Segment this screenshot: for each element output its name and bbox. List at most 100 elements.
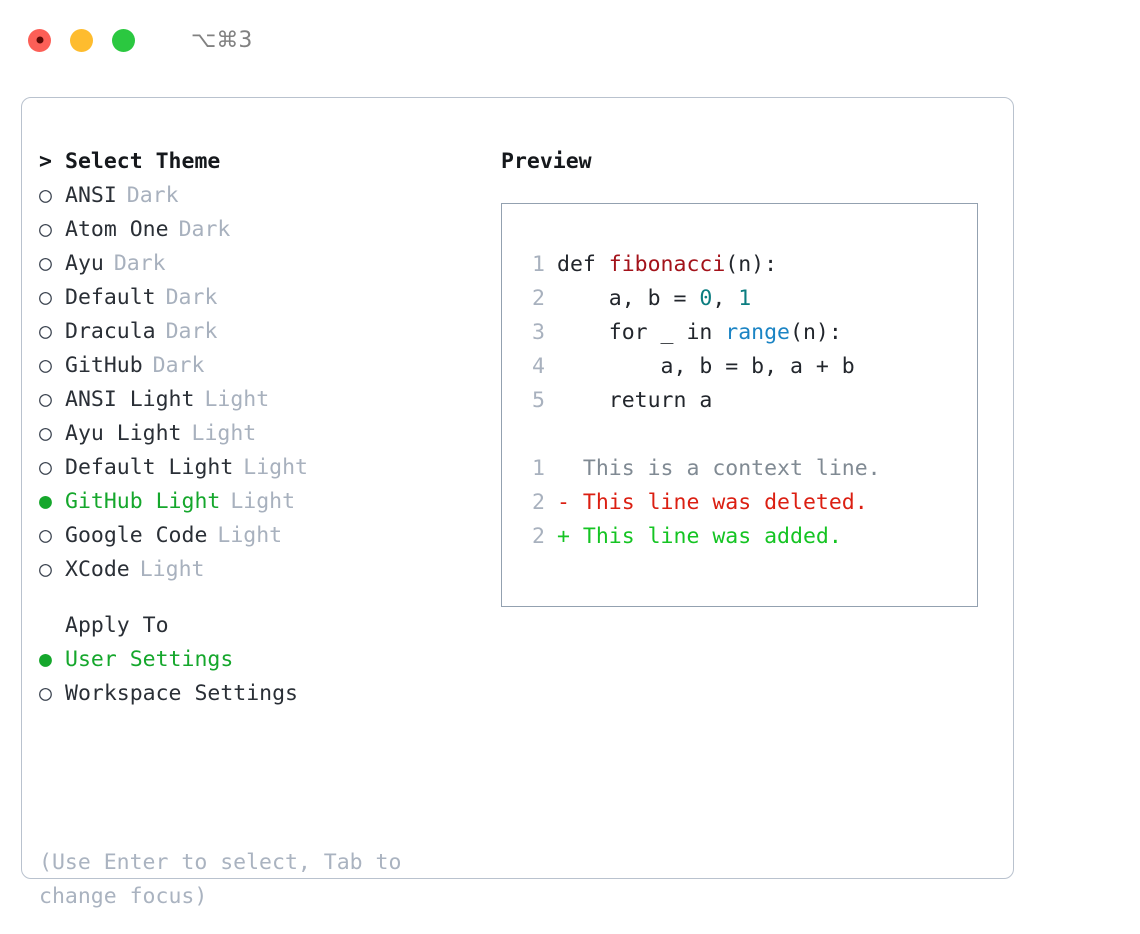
title-bar: ⌥⌘3 (0, 0, 1140, 80)
theme-list-item[interactable]: ○ Default Light Light (39, 455, 479, 489)
radio-unselected-icon[interactable]: ○ (39, 183, 52, 208)
radio-unselected-icon[interactable]: ○ (39, 353, 52, 378)
code-token-plain: return a (557, 388, 713, 413)
code-line: 1 def fibonacci(n): (519, 248, 881, 282)
apply-to-option-label: Workspace Settings (65, 681, 298, 706)
minimize-window-button[interactable] (70, 28, 93, 52)
theme-name-label: GitHub (65, 353, 143, 378)
code-token-plain: a, b = b, a + b (557, 354, 855, 379)
code-token-plain: , (712, 286, 739, 311)
traffic-light-group (28, 28, 135, 52)
close-window-button[interactable] (28, 28, 51, 52)
theme-kind-label: Light (204, 387, 270, 412)
theme-kind-label: Dark (165, 319, 218, 344)
theme-kind-label: Dark (126, 183, 179, 208)
theme-name-label: Atom One (65, 217, 169, 242)
radio-unselected-icon[interactable]: ○ (39, 319, 52, 344)
radio-unselected-icon[interactable]: ○ (39, 523, 52, 548)
theme-list-item[interactable]: ● GitHub Light Light (39, 489, 479, 523)
code-token-plain: def (557, 252, 609, 277)
theme-kind-label: Dark (113, 251, 166, 276)
hint-text: (Use Enter to select, Tab to change focu… (39, 850, 402, 909)
diff-line: 1 This is a context line. (519, 452, 881, 486)
code-line-number: 1 (532, 252, 545, 277)
diff-line-text: + This line was added. (557, 524, 842, 549)
code-line: 4 a, b = b, a + b (519, 350, 881, 384)
theme-picker-header: > Select Theme (39, 149, 479, 183)
code-line: 5 return a (519, 384, 881, 418)
maximize-window-button[interactable] (112, 28, 135, 52)
code-token-plain: a, b = (557, 286, 700, 311)
code-token-plain: (n): (725, 252, 778, 277)
code-line-number: 5 (532, 388, 545, 413)
code-token-num: 1 (738, 286, 752, 311)
theme-name-label: Ayu (65, 251, 104, 276)
keyboard-shortcut-label: ⌥⌘3 (191, 27, 253, 53)
theme-name-label: ANSI Light (65, 387, 195, 412)
radio-selected-icon[interactable]: ● (39, 489, 52, 514)
theme-list-item[interactable]: ○ ANSI Light Light (39, 387, 479, 421)
theme-list-item[interactable]: ○ ANSI Dark (39, 183, 479, 217)
apply-to-option-label: User Settings (65, 647, 234, 672)
apply-to-title: Apply To (65, 613, 169, 638)
theme-kind-label: Light (139, 557, 205, 582)
radio-unselected-icon[interactable]: ○ (39, 217, 52, 242)
theme-picker-title: Select Theme (65, 149, 221, 174)
theme-name-label: Ayu Light (65, 421, 182, 446)
code-token-func: fibonacci (608, 252, 726, 277)
code-token-num: 0 (699, 286, 713, 311)
radio-unselected-icon[interactable]: ○ (39, 557, 52, 582)
theme-kind-label: Light (191, 421, 257, 446)
code-token-plain: (n): (790, 320, 842, 345)
radio-selected-icon[interactable]: ● (39, 647, 52, 672)
diff-line-number: 1 (532, 456, 545, 481)
theme-list-item[interactable]: ○ XCode Light (39, 557, 479, 591)
theme-name-label: Dracula (65, 319, 156, 344)
theme-list-item[interactable]: ○ Ayu Light Light (39, 421, 479, 455)
apply-to-header: Apply To (39, 613, 479, 647)
diff-line: 2 + This line was added. (519, 520, 881, 554)
code-line-number: 3 (532, 320, 545, 345)
theme-kind-label: Light (217, 523, 283, 548)
theme-list-item[interactable]: ○ Ayu Dark (39, 251, 479, 285)
diff-line-text: This is a context line. (557, 456, 881, 481)
radio-unselected-icon[interactable]: ○ (39, 681, 52, 706)
radio-unselected-icon[interactable]: ○ (39, 455, 52, 480)
theme-name-label: GitHub Light (65, 489, 221, 514)
diff-line-text: - This line was deleted. (557, 490, 868, 515)
radio-unselected-icon[interactable]: ○ (39, 285, 52, 310)
theme-name-label: Default Light (65, 455, 234, 480)
diff-line-number: 2 (532, 490, 545, 515)
code-line-number: 4 (532, 354, 545, 379)
apply-to-option[interactable]: ● User Settings (39, 647, 479, 681)
radio-unselected-icon[interactable]: ○ (39, 421, 52, 446)
theme-kind-label: Light (230, 489, 296, 514)
code-line: 2 a, b = 0, 1 (519, 282, 881, 316)
apply-to-list: ● User Settings ○ Workspace Settings (39, 647, 479, 715)
radio-unselected-icon[interactable]: ○ (39, 251, 52, 276)
apply-to-option[interactable]: ○ Workspace Settings (39, 681, 479, 715)
apply-to-indent-spacer (39, 615, 65, 637)
diff-line-number: 2 (532, 524, 545, 549)
theme-kind-label: Dark (165, 285, 218, 310)
radio-unselected-icon[interactable]: ○ (39, 387, 52, 412)
theme-name-label: XCode (65, 557, 130, 582)
caret-icon: > (39, 149, 52, 174)
code-line-number: 2 (532, 286, 545, 311)
preview-title: Preview (501, 149, 592, 174)
code-token-plain: for _ in (557, 320, 726, 345)
theme-name-label: ANSI (65, 183, 117, 208)
theme-kind-label: Light (243, 455, 309, 480)
theme-list-item[interactable]: ○ Dracula Dark (39, 319, 479, 353)
diff-line: 2 - This line was deleted. (519, 486, 881, 520)
